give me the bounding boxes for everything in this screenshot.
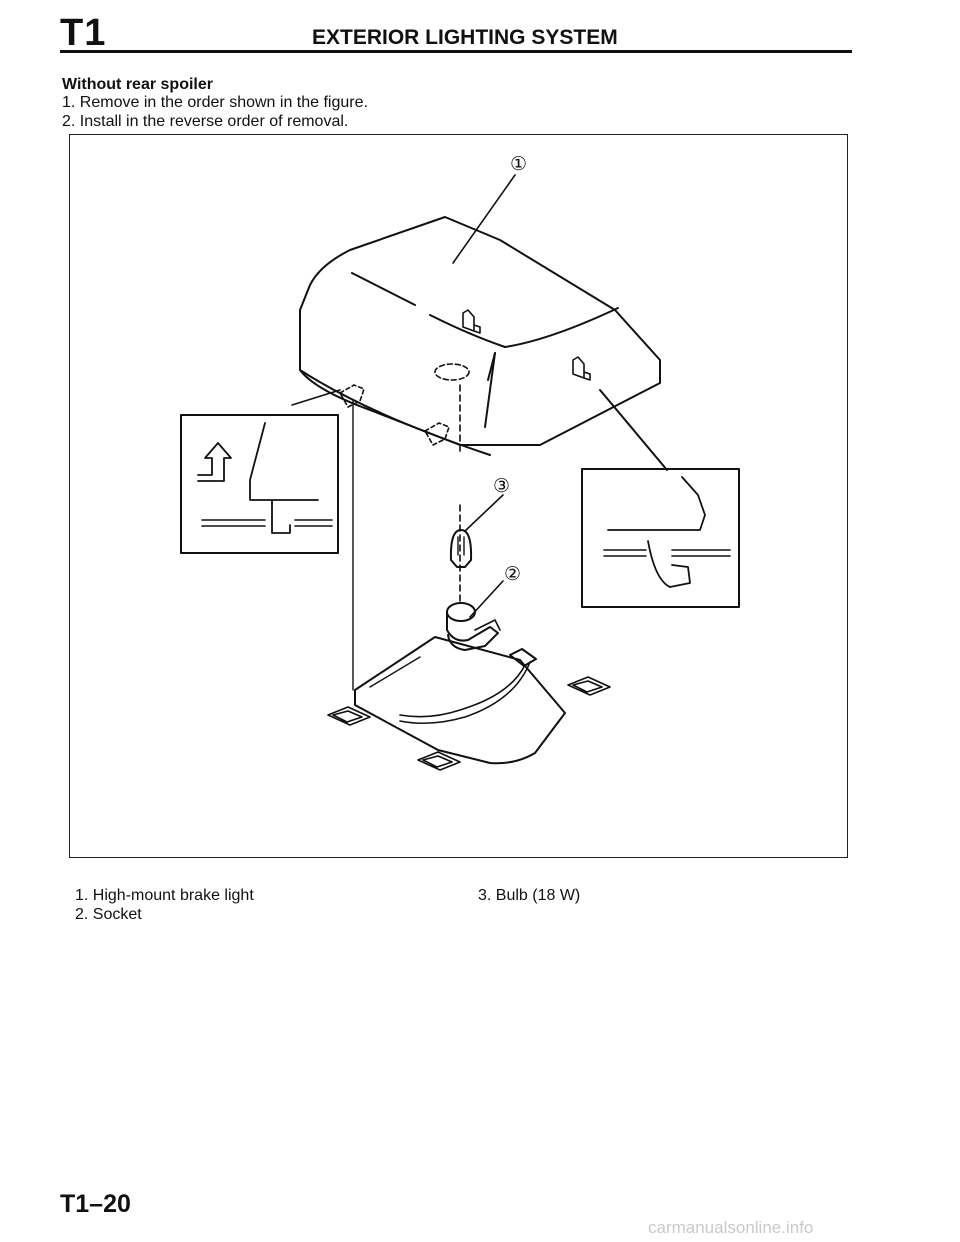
- page-title: EXTERIOR LIGHTING SYSTEM: [312, 26, 618, 49]
- leader-line-2: [469, 580, 504, 618]
- detail-leader-right: [599, 389, 668, 471]
- legend-item-1: 1. High-mount brake light: [75, 887, 254, 904]
- page-code: T1–20: [60, 1190, 131, 1218]
- legend-item-3: 3. Bulb (18 W): [478, 887, 581, 904]
- section-code: T1: [60, 12, 107, 54]
- instruction-step-1: 1. Remove in the order shown in the figu…: [62, 94, 368, 111]
- leader-line-3: [464, 494, 504, 532]
- leader-line-1: [452, 174, 516, 264]
- watermark: carmanualsonline.info: [648, 1218, 814, 1237]
- mounting-base-drawing: [327, 636, 611, 771]
- header-rule: [60, 50, 852, 53]
- callout-3: ③: [493, 475, 511, 497]
- brake-light-cover-drawing: [299, 216, 661, 456]
- detail-inset-right: [581, 468, 740, 608]
- exploded-diagram: ① ③ ②: [69, 134, 848, 858]
- legend-item-2: 2. Socket: [75, 906, 142, 923]
- callout-1: ①: [510, 153, 528, 175]
- bulb-drawing: [449, 529, 473, 568]
- instruction-step-2: 2. Install in the reverse order of remov…: [62, 113, 349, 130]
- section-title: Without rear spoiler: [62, 76, 213, 93]
- detail-leader-left: [291, 389, 341, 406]
- callout-2: ②: [504, 563, 522, 585]
- detail-inset-left: [180, 414, 339, 554]
